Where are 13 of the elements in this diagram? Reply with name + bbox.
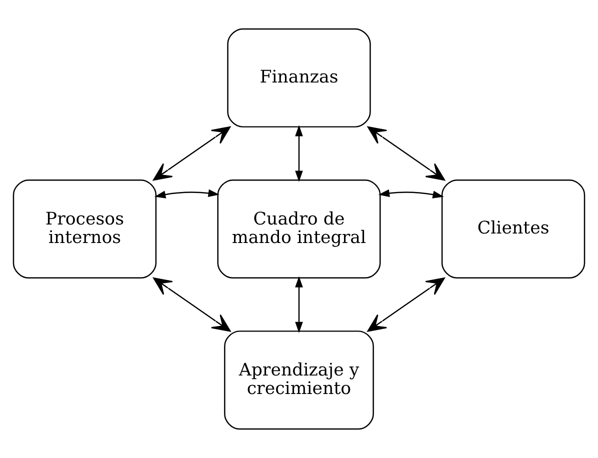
arrow [367, 126, 446, 181]
arrow [295, 125, 303, 182]
node-box: Cuadro de mando integral [217, 179, 381, 279]
arrow [378, 189, 444, 198]
arrow [152, 126, 231, 181]
node-box: Procesos internos [12, 179, 157, 279]
node-box: Finanzas [227, 28, 371, 128]
arrow [295, 276, 303, 333]
arrow [367, 277, 445, 332]
node-box: Aprendizaje y crecimiento [224, 330, 374, 430]
node-box: Clientes [441, 179, 586, 279]
arrow [153, 277, 231, 332]
arrow [154, 189, 220, 198]
